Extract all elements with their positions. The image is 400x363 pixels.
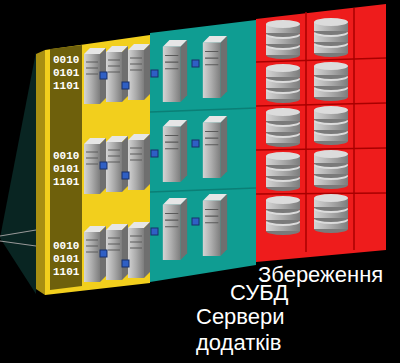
data-block bbox=[100, 72, 107, 79]
panel-outline bbox=[256, 4, 386, 264]
storage-panel: Збереження bbox=[256, 4, 386, 264]
server-tower bbox=[163, 120, 187, 182]
server-tower bbox=[84, 226, 106, 282]
data-block bbox=[151, 228, 158, 235]
disk-stack bbox=[314, 150, 348, 189]
binary-digits: 0010 0101 1101 bbox=[53, 150, 82, 189]
panel-face bbox=[50, 45, 82, 290]
binary-digits: 0010 0101 1101 bbox=[53, 54, 82, 93]
disk-stack bbox=[314, 194, 348, 233]
data-block bbox=[151, 70, 158, 77]
server-tower bbox=[203, 116, 227, 178]
data-block bbox=[100, 250, 107, 257]
data-block bbox=[122, 172, 129, 179]
data-blocks bbox=[100, 60, 199, 267]
server-tower bbox=[84, 138, 106, 194]
tier-label: Сервери додатків bbox=[196, 304, 308, 356]
data-block bbox=[151, 150, 158, 157]
data-block bbox=[192, 60, 199, 67]
data-block bbox=[100, 162, 107, 169]
disk-stack bbox=[266, 108, 300, 147]
disk-stack bbox=[266, 20, 300, 59]
panel-face bbox=[45, 35, 150, 295]
server-tower bbox=[163, 198, 187, 260]
disk-stack bbox=[266, 152, 300, 191]
binary-digits: 0010 0101 1101 bbox=[53, 240, 82, 279]
server-tower bbox=[84, 48, 106, 104]
panel-outline bbox=[150, 18, 256, 284]
app-servers bbox=[84, 44, 150, 282]
data-block bbox=[122, 260, 129, 267]
app-server-panel: 0010 0101 1101 0010 0101 1101 0010 0101 11… bbox=[36, 34, 150, 296]
panel-face bbox=[150, 20, 256, 282]
panel-face bbox=[256, 4, 386, 262]
server-tower bbox=[128, 44, 150, 100]
data-block bbox=[192, 140, 199, 147]
tier-label: Збереження bbox=[258, 262, 383, 288]
guide-line bbox=[0, 230, 36, 236]
disk-stack bbox=[266, 196, 300, 235]
disk-stack bbox=[314, 106, 348, 145]
server-tower bbox=[106, 224, 128, 280]
disk-stack bbox=[314, 18, 348, 57]
data-block bbox=[192, 218, 199, 225]
grid-line bbox=[305, 12, 307, 252]
server-tower bbox=[106, 136, 128, 192]
grid-line bbox=[256, 193, 386, 194]
disk-stack bbox=[314, 62, 348, 101]
server-tower bbox=[128, 134, 150, 190]
view-frustum bbox=[0, 52, 36, 294]
guide-line bbox=[0, 241, 36, 246]
grid-line bbox=[353, 8, 355, 250]
server-tower bbox=[128, 222, 150, 278]
server-tower bbox=[203, 194, 227, 256]
disk-stack bbox=[266, 64, 300, 103]
server-tower bbox=[106, 46, 128, 102]
server-tower bbox=[203, 36, 227, 98]
data-block bbox=[122, 82, 129, 89]
dbms-panel: СУБД bbox=[150, 18, 256, 284]
server-tower bbox=[163, 40, 187, 102]
panel-face bbox=[36, 50, 45, 295]
